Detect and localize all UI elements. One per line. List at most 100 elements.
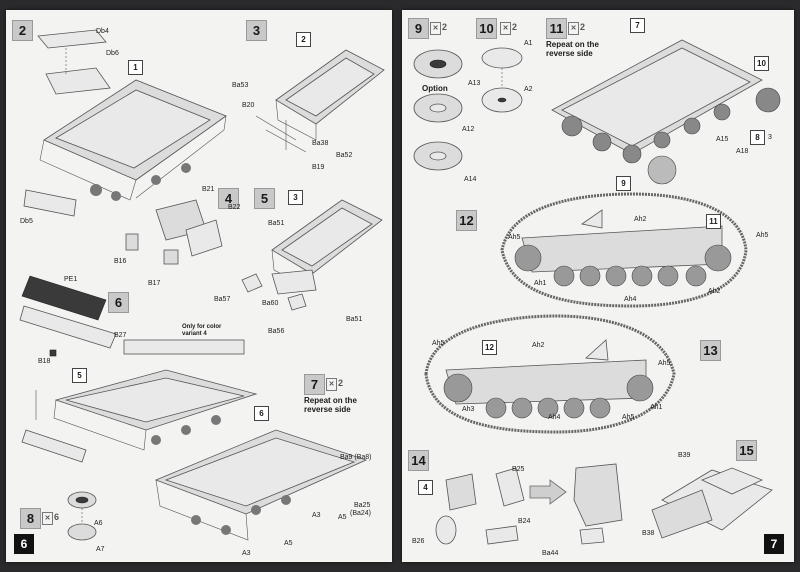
engine-deck-drawing	[651, 467, 773, 539]
option-note: Option	[422, 84, 448, 93]
step-number: 8	[20, 508, 41, 529]
part-label: Ba9 (Ba8)	[340, 454, 372, 461]
part-label: B39	[678, 452, 691, 459]
step-number: 2	[12, 20, 33, 41]
part-label: Ah2	[708, 288, 721, 295]
part-label: Ah2	[634, 216, 647, 223]
part-callout: 8	[750, 130, 765, 145]
part-label: Ba56	[268, 328, 285, 335]
part-label: Ba57	[214, 296, 231, 303]
step-number: 7	[304, 374, 325, 395]
part-label: B21	[202, 186, 215, 193]
part-callout: 3	[288, 190, 303, 205]
part-label: B20	[242, 102, 255, 109]
part-label: Ba44	[542, 550, 559, 557]
step-number: 14	[408, 450, 429, 471]
instruction-page-left: 2 Db4 Db6 1 Db5 3 2 Ba53 B20 Ba38 Ba52 B…	[6, 10, 392, 562]
hull-lower-drawing	[21, 369, 258, 463]
part-label: A6	[94, 520, 103, 527]
part-label: A1	[524, 40, 533, 47]
part-label: Ba38	[312, 140, 329, 147]
part-callout: 6	[254, 406, 269, 421]
part-label: Ah5	[756, 232, 769, 239]
part-label: Ba60	[262, 300, 279, 307]
part-label: A3	[312, 512, 321, 519]
plate-drawing	[19, 275, 245, 357]
road-wheel-drawing	[67, 491, 97, 541]
hull-suspension-drawing	[154, 429, 368, 541]
part-callout: 5	[72, 368, 87, 383]
part-label: Ba52	[336, 152, 353, 159]
part-label: B25	[512, 466, 525, 473]
part-label: Ba51	[268, 220, 285, 227]
part-label: Ah5	[432, 340, 445, 347]
part-label: (Ba24)	[350, 510, 372, 517]
part-label: Ah5	[508, 234, 521, 241]
hull-wheels-drawing	[551, 39, 781, 185]
part-label: B19	[312, 164, 325, 171]
part-label: Db4	[96, 28, 109, 35]
part-label: A14	[464, 176, 477, 183]
part-callout: 12	[482, 340, 497, 355]
hull-front-drawing	[241, 199, 383, 311]
repeat-note: Repeat on the reverse side	[546, 40, 599, 58]
part-callout: 10	[754, 56, 769, 71]
part-label: B22	[228, 204, 241, 211]
part-label: Ah5	[658, 360, 671, 367]
part-label: A13	[468, 80, 481, 87]
part-label: Ah1	[534, 280, 547, 287]
step-number: 13	[700, 340, 721, 361]
part-label: Ba51	[346, 316, 363, 323]
step-number: 11	[546, 18, 567, 39]
part-callout: 4	[418, 480, 433, 495]
part-label: B38	[642, 530, 655, 537]
step-number: 12	[456, 210, 477, 231]
part-label: A2	[524, 86, 533, 93]
instruction-page-right: 9 ✕2 Option A12 A14 10 ✕2 A1 A13 A2 11 ✕…	[402, 10, 794, 562]
step-number: 10	[476, 18, 497, 39]
step-number: 6	[108, 292, 129, 313]
part-callout: 9	[616, 176, 631, 191]
drive-sprocket-drawing	[413, 49, 463, 171]
part-callout: 7	[630, 18, 645, 33]
part-callout: 2	[296, 32, 311, 47]
part-label: Ah2	[532, 342, 545, 349]
multiplier: ✕2	[500, 22, 517, 35]
multiplier: ✕2	[326, 378, 343, 391]
part-label: Db5	[20, 218, 33, 225]
hull-rear-drawing	[255, 49, 385, 153]
multiplier: ✕2	[568, 22, 585, 35]
part-label: Ah1	[650, 404, 663, 411]
multiplier: ✕6	[42, 512, 59, 525]
color-variant-note: Only for color variant 4	[182, 324, 222, 337]
part-label: A7	[96, 546, 105, 553]
part-label: B24	[518, 518, 531, 525]
part-callout: 1	[128, 60, 143, 75]
page-number: 6	[14, 534, 34, 554]
multiplier: ✕2	[430, 22, 447, 35]
part-label: Ba25	[354, 502, 371, 509]
track-assembly-reverse-drawing	[424, 314, 676, 434]
part-label: Db6	[106, 50, 119, 57]
hatch-parts-drawing	[435, 463, 623, 545]
step-number: 15	[736, 440, 757, 461]
step-number: 3	[246, 20, 267, 41]
part-label: A18	[736, 148, 749, 155]
part-label: B18	[38, 358, 51, 365]
part-label: PE1	[64, 276, 78, 283]
part-label: Ah4	[548, 414, 561, 421]
idler-wheel-drawing	[481, 47, 523, 113]
page-number: 7	[764, 534, 784, 554]
hull-assembly-drawing	[23, 29, 227, 217]
part-label: A5	[338, 514, 347, 521]
part-callout: 11	[706, 214, 721, 229]
step-number: 4	[218, 188, 239, 209]
part-label: B17	[148, 280, 161, 287]
part-label: B26	[412, 538, 425, 545]
part-label: A5	[284, 540, 293, 547]
part-label: Ba53	[232, 82, 249, 89]
part-label: Ah3	[462, 406, 475, 413]
part-label: Ah4	[624, 296, 637, 303]
part-label: A15	[716, 136, 729, 143]
bracket-parts-drawing	[125, 199, 223, 265]
